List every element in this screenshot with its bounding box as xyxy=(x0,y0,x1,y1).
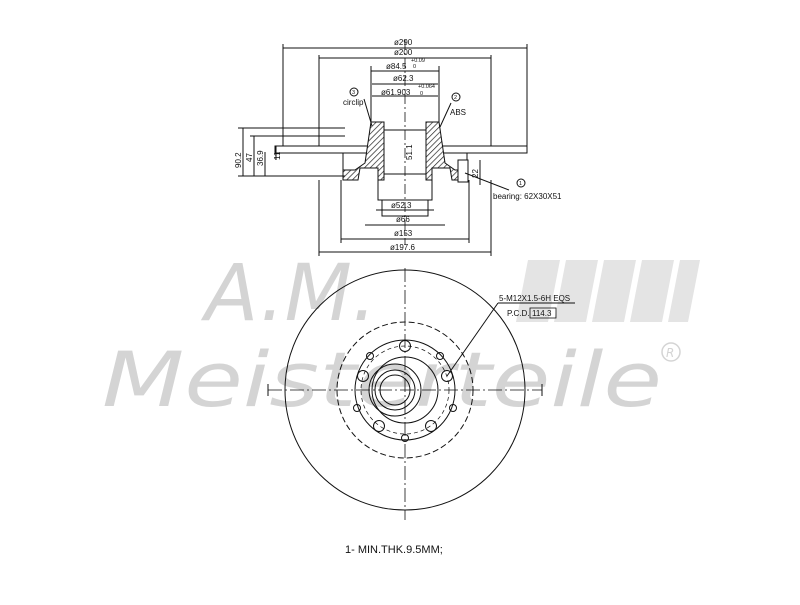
dim-84-5-tol-lower: 0 xyxy=(413,64,416,70)
dim-66: ø66 xyxy=(396,215,410,224)
bolt-hole xyxy=(399,340,411,352)
pcd-circle xyxy=(360,345,450,435)
dim-197-6: ø197.6 xyxy=(390,243,415,252)
dim-51-1: 51.1 xyxy=(405,144,414,160)
dim-61-903: ø61.903 xyxy=(381,88,411,97)
locating-hole xyxy=(401,434,409,442)
dim-84-5: ø84.5 xyxy=(386,62,407,71)
section-view xyxy=(238,40,528,256)
dim-153: ø153 xyxy=(394,229,413,238)
callout-circlip-circle xyxy=(349,87,359,97)
callout-abs-circle xyxy=(451,92,461,102)
dim-61-903-tol-upper: +0.064 xyxy=(418,84,435,90)
watermark-monogram: A.M. xyxy=(200,249,377,339)
bolt-hole xyxy=(357,370,369,382)
watermark-brand: Meisterteile xyxy=(102,335,662,424)
front-view-labels: 5-M12X1.5-6H EQS P.C.D. 114.3 xyxy=(499,294,570,319)
bolt-hole xyxy=(373,420,385,432)
callout-bearing-number: 1 xyxy=(519,181,522,187)
callout-bearing-circle xyxy=(516,178,526,188)
bore-outer-circle xyxy=(368,363,422,417)
hub-section-right xyxy=(425,121,468,181)
locating-hole xyxy=(353,404,361,412)
bolt-hole xyxy=(425,420,437,432)
dim-22: 22 xyxy=(471,169,480,178)
callout-circlip-number: 3 xyxy=(352,90,355,96)
callout-abs-label: ABS xyxy=(450,108,466,117)
pcd-value-box xyxy=(529,307,557,319)
pcd-value: 114.3 xyxy=(532,309,552,318)
callout-bearing-label: bearing: 62X30X51 xyxy=(493,192,562,201)
watermark: A.M. Meisterteile R xyxy=(102,249,700,424)
callout-abs-number: 2 xyxy=(454,95,457,101)
bore-center-circle xyxy=(379,374,411,406)
registered-mark-icon xyxy=(661,342,681,362)
disc-friction-inner-circle xyxy=(336,321,474,459)
bore-inner-circle xyxy=(374,369,416,411)
dim-62-3: ø62.3 xyxy=(393,74,414,83)
dim-84-5-tol-upper: +0.09 xyxy=(411,58,425,64)
dim-290: ø290 xyxy=(394,38,413,47)
callout-circlip-label: circlip xyxy=(343,98,364,107)
dim-90-2: 90.2 xyxy=(234,152,243,168)
hub-circle xyxy=(371,356,439,424)
front-view xyxy=(267,268,575,520)
dim-11: 11 xyxy=(273,151,282,160)
pcd-label: P.C.D. xyxy=(507,309,530,318)
thread-spec-label: 5-M12X1.5-6H EQS xyxy=(499,294,570,303)
note-min-thickness: 1- MIN.THK.9.5MM; xyxy=(345,544,443,556)
watermark-stripes xyxy=(516,260,700,322)
locating-hole xyxy=(449,404,457,412)
dim-61-903-tol-lower: 0 xyxy=(420,91,423,97)
disc-outer-circle xyxy=(284,269,526,511)
bolt-hole xyxy=(441,370,453,382)
dim-36-9: 36.9 xyxy=(256,150,265,166)
dim-52-3: ø52.3 xyxy=(391,201,412,210)
dim-200: ø200 xyxy=(394,48,413,57)
section-view-labels: ø290 ø200 ø84.5 +0.09 0 ø62.3 ø61.903 +0… xyxy=(234,38,562,252)
locating-hole xyxy=(436,352,444,360)
dim-47: 47 xyxy=(245,153,254,162)
registered-mark-letter: R xyxy=(666,346,674,360)
locating-hole xyxy=(366,352,374,360)
hub-section-left xyxy=(342,121,385,181)
